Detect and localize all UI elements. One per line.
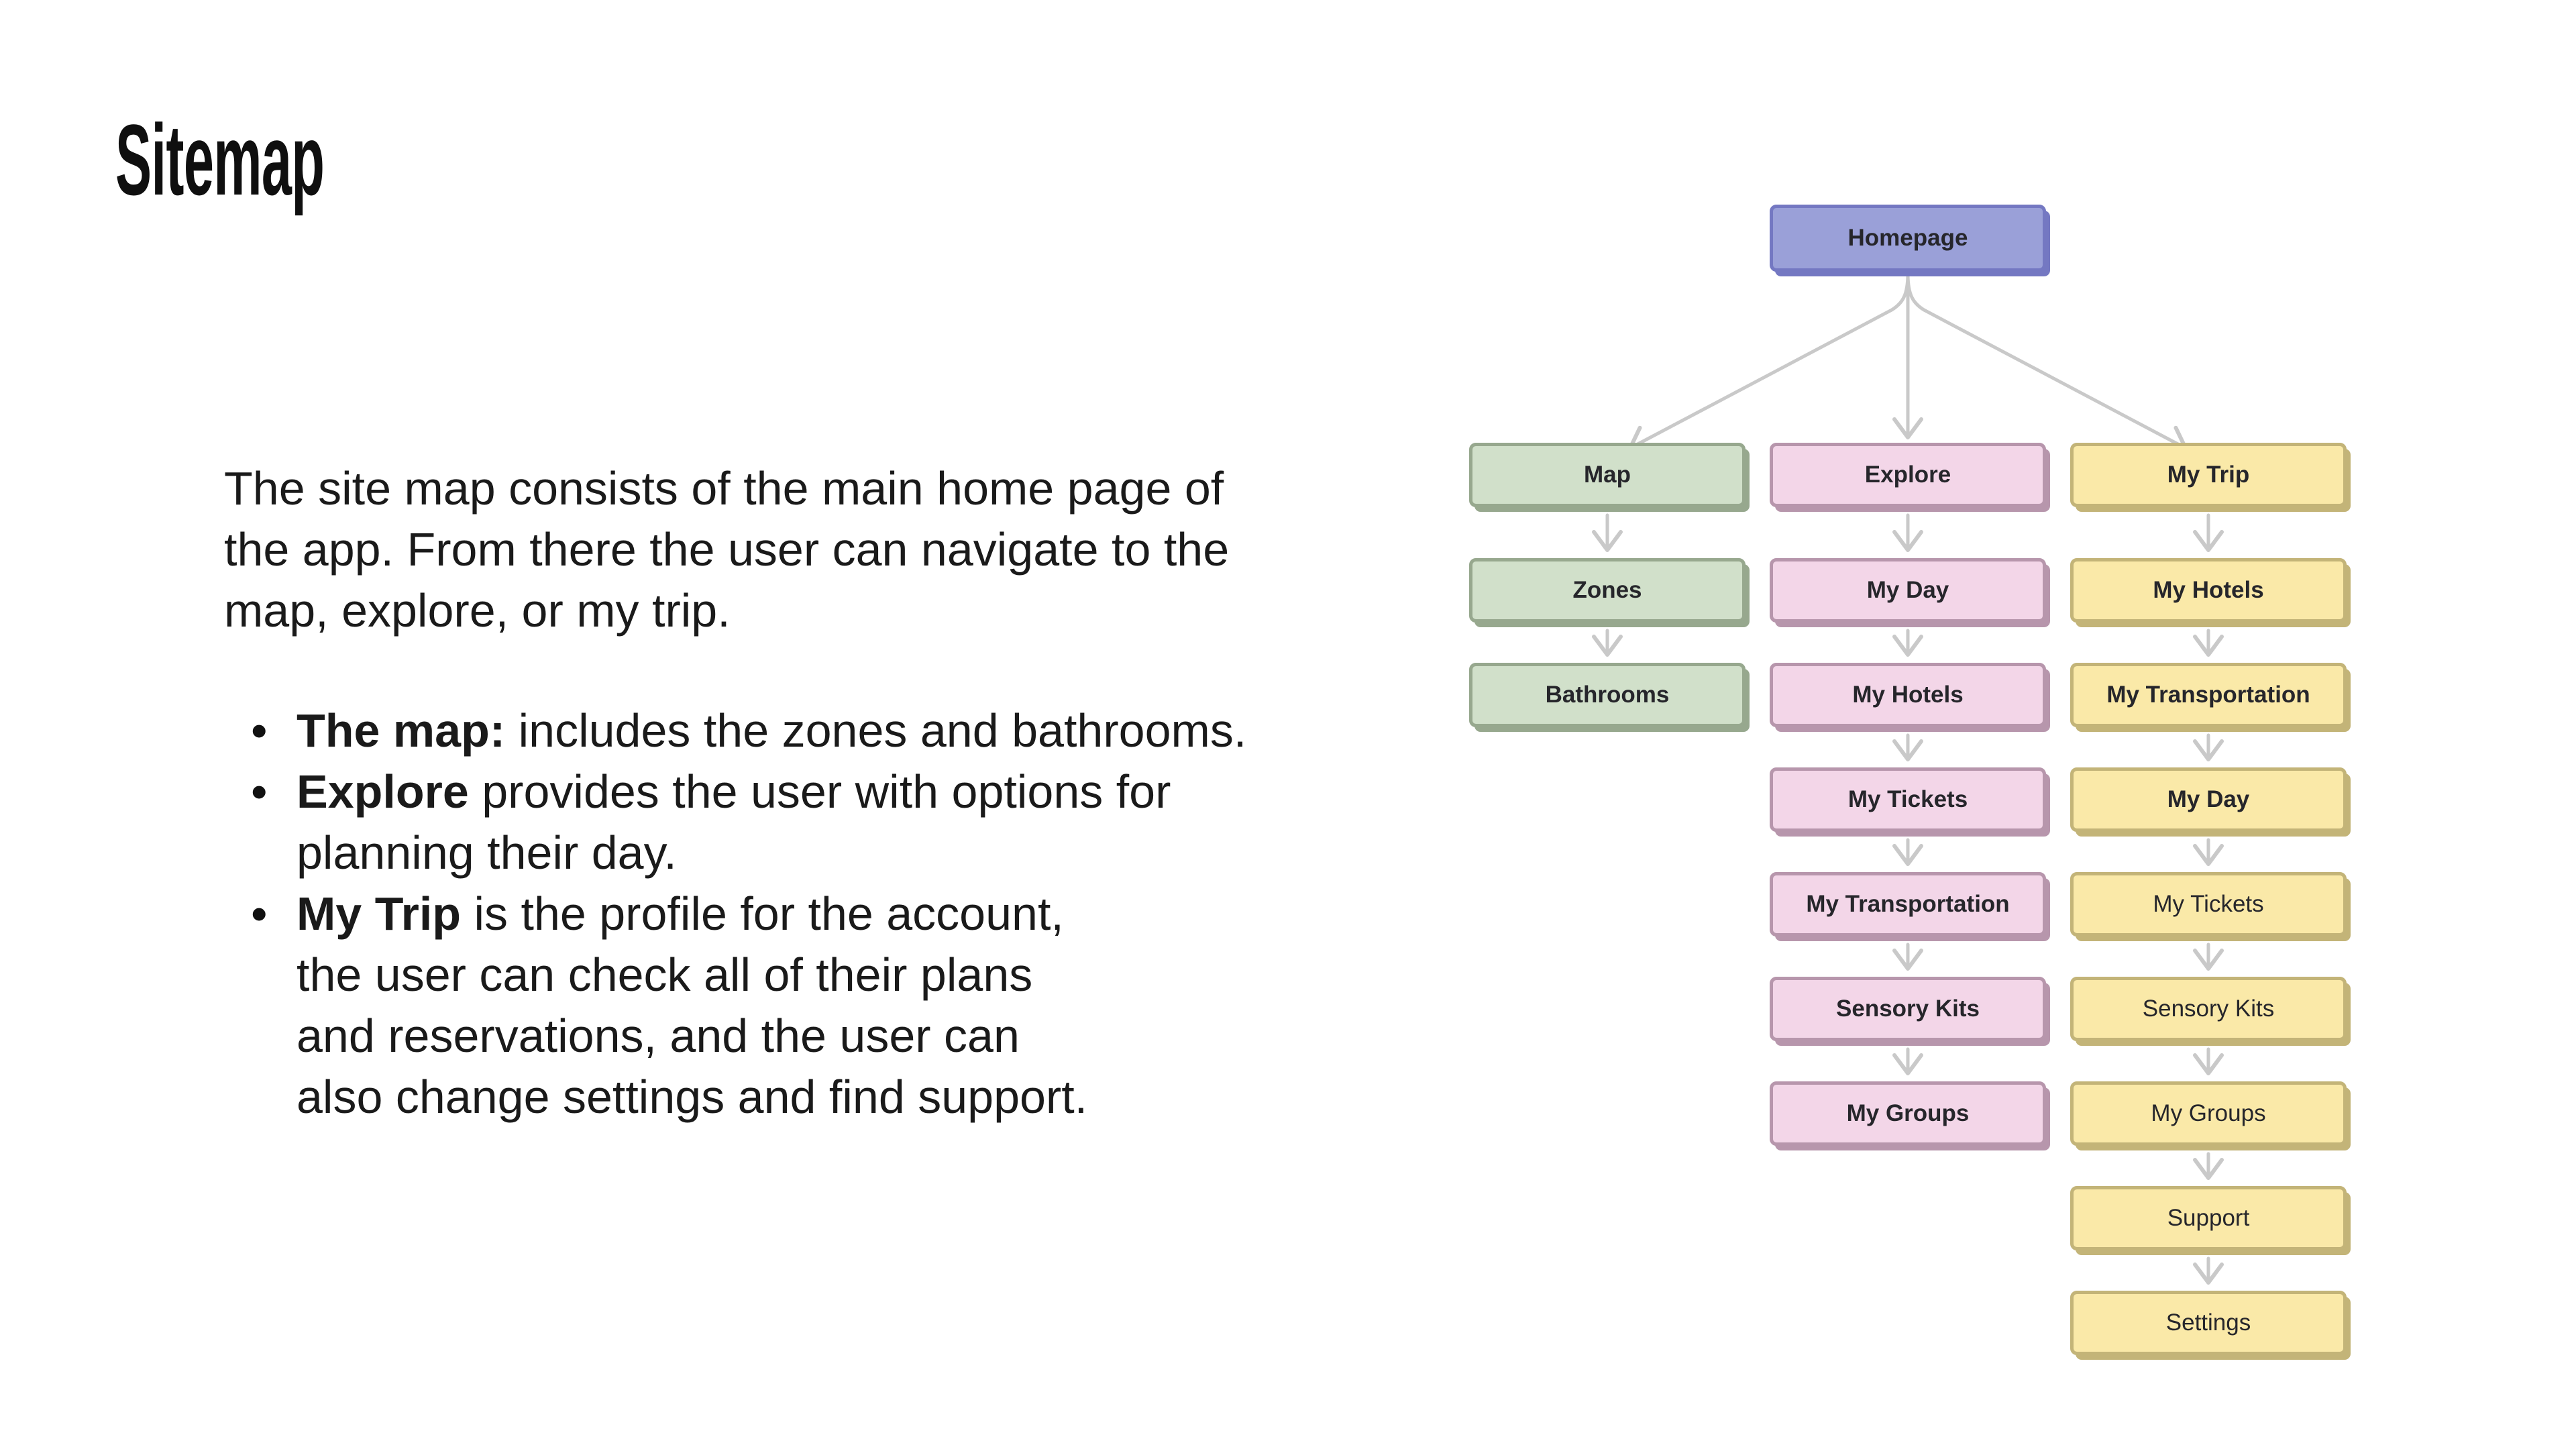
node-my-transportation: My Transportation bbox=[1770, 872, 2046, 936]
node-my-trip: My Trip bbox=[2070, 443, 2347, 507]
node-my-tickets: My Tickets bbox=[1770, 767, 2046, 832]
node-map: Map bbox=[1469, 443, 1746, 507]
description-block: The site map consists of the main home p… bbox=[224, 458, 1405, 1128]
node-explore: Explore bbox=[1770, 443, 2046, 507]
page-title: Sitemap bbox=[115, 103, 325, 216]
node-settings: Settings bbox=[2070, 1291, 2347, 1355]
bullet-text: provides the user with options for plann… bbox=[297, 765, 1171, 879]
bullet-text: includes the zones and bathrooms. bbox=[505, 704, 1247, 757]
node-sensory-kits: Sensory Kits bbox=[2070, 977, 2347, 1041]
connector bbox=[1628, 272, 1910, 454]
bullet-item-my-trip: My Trip is the profile for the account, … bbox=[224, 883, 1405, 1128]
bullet-lead: Explore bbox=[297, 765, 469, 818]
bullet-lead: My Trip bbox=[297, 888, 462, 940]
bullet-lead: The map: bbox=[297, 704, 506, 757]
node-my-tickets: My Tickets bbox=[2070, 872, 2347, 936]
node-my-hotels: My Hotels bbox=[1770, 663, 2046, 727]
node-my-hotels: My Hotels bbox=[2070, 558, 2347, 623]
node-my-groups: My Groups bbox=[2070, 1081, 2347, 1146]
bullet-item-map: The map: includes the zones and bathroom… bbox=[224, 700, 1405, 761]
connector bbox=[1906, 272, 2188, 454]
intro-paragraph: The site map consists of the main home p… bbox=[224, 462, 1230, 637]
node-my-day: My Day bbox=[1770, 558, 2046, 623]
bullet-list: The map: includes the zones and bathroom… bbox=[224, 700, 1405, 1128]
node-sensory-kits: Sensory Kits bbox=[1770, 977, 2046, 1041]
node-bathrooms: Bathrooms bbox=[1469, 663, 1746, 727]
node-my-transportation: My Transportation bbox=[2070, 663, 2347, 727]
node-zones: Zones bbox=[1469, 558, 1746, 623]
node-homepage: Homepage bbox=[1770, 205, 2046, 272]
node-my-day: My Day bbox=[2070, 767, 2347, 832]
bullet-text: is the profile for the account, the user… bbox=[297, 888, 1088, 1123]
bullet-item-explore: Explore provides the user with options f… bbox=[224, 761, 1405, 883]
node-support: Support bbox=[2070, 1186, 2347, 1250]
node-my-groups: My Groups bbox=[1770, 1081, 2046, 1146]
